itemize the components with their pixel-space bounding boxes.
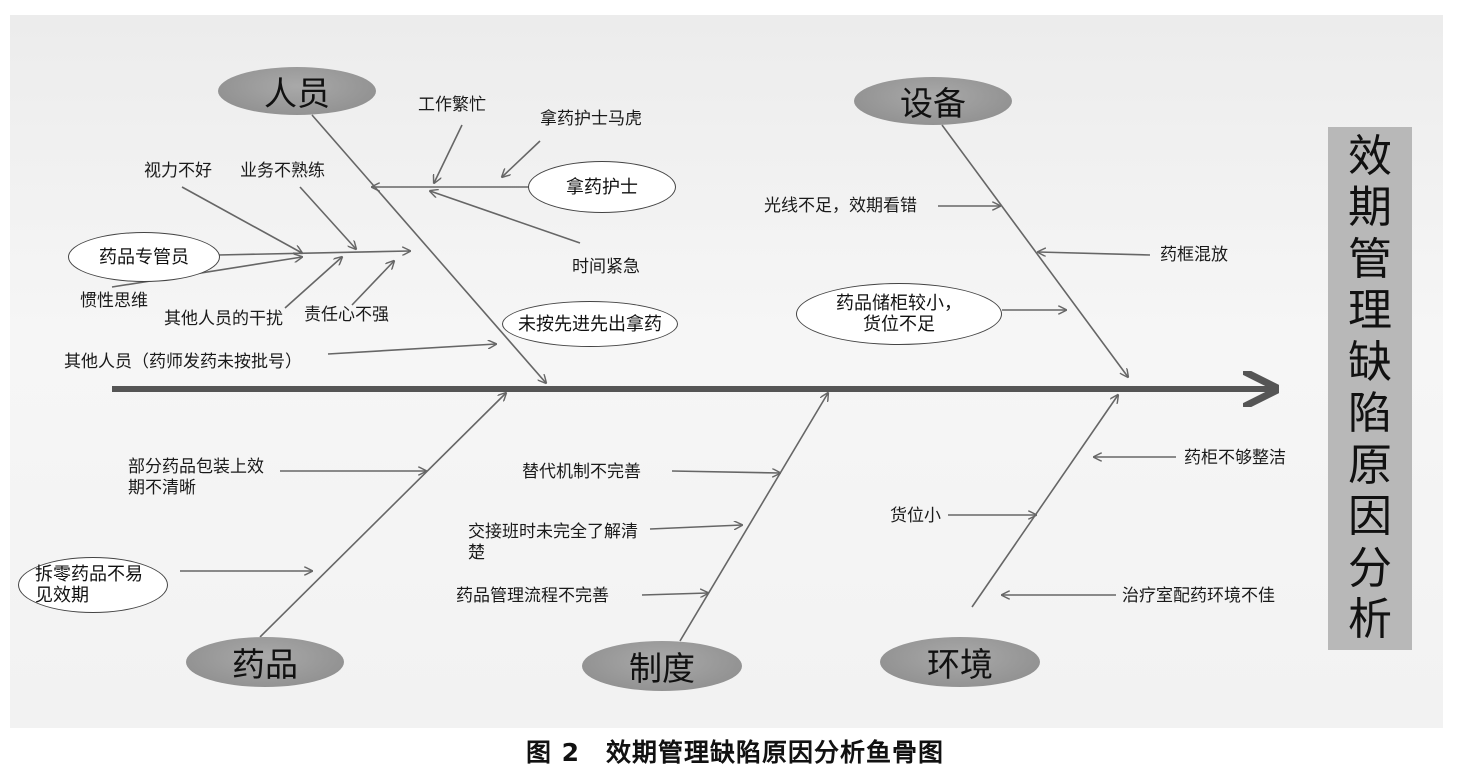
arrow-time-urgent <box>430 191 581 244</box>
arrow-work-busy <box>434 124 463 183</box>
label-substitute: 替代机制不完善 <box>522 462 641 482</box>
fish-head-char: 析 <box>1348 594 1392 646</box>
sub-keeper: 药品专管员 <box>68 232 220 282</box>
fish-head-char: 理 <box>1348 285 1392 337</box>
arrow-nurse-careless <box>502 140 541 177</box>
label-packaging: 部分药品包装上效期不清晰 <box>128 457 264 498</box>
fish-head-char: 期 <box>1348 182 1392 234</box>
label-small-slot: 货位小 <box>890 506 941 526</box>
sub-split: 拆零药品不易见效期 <box>18 557 168 613</box>
label-poor-vision: 视力不好 <box>144 161 212 181</box>
label-treatment-room: 治疗室配药环境不佳 <box>1122 586 1275 606</box>
label-low-responsibility: 责任心不强 <box>304 305 389 325</box>
label-others-interfere: 其他人员的干扰 <box>164 309 283 329</box>
fish-head-char: 原 <box>1348 439 1392 491</box>
bone-people <box>311 114 546 383</box>
arrow-mixed-boxes <box>1038 252 1151 255</box>
arrow-handover <box>649 525 742 529</box>
label-others-pharmacist: 其他人员（药师发药未按批号） <box>64 352 302 372</box>
sub-fifo: 未按先进先出拿药 <box>502 301 678 347</box>
arrow-inertia <box>111 257 302 288</box>
bone-equipment <box>941 124 1128 377</box>
label-inertia: 惯性思维 <box>80 291 148 311</box>
arrow-others-interfere <box>284 257 342 309</box>
category-equipment: 设备 <box>854 77 1012 125</box>
arrow-process <box>641 593 708 595</box>
fish-head-char: 管 <box>1348 233 1392 285</box>
label-light: 光线不足，效期看错 <box>764 196 917 216</box>
fish-head-char: 分 <box>1348 542 1392 594</box>
sub-cabinet: 药品储柜较小，货位不足 <box>796 283 1002 345</box>
fish-head-char: 因 <box>1348 491 1392 543</box>
arrow-unfamiliar <box>299 186 356 249</box>
label-mixed-boxes: 药框混放 <box>1160 245 1228 265</box>
bone-drugs <box>259 393 506 638</box>
figure-caption: 图 2 效期管理缺陷原因分析鱼骨图 <box>525 738 945 767</box>
arrow-substitute <box>671 471 780 473</box>
fish-head-char: 缺 <box>1348 336 1392 388</box>
fish-head-char: 陷 <box>1348 388 1392 440</box>
arrow-low-responsibility <box>351 261 394 306</box>
bone-environment <box>971 395 1118 608</box>
diagram-canvas: 人员 设备 药品 制度 环境 拿药护士 药品专管员 未按先进先出拿药 药品储柜较… <box>10 15 1443 728</box>
label-cabinet-clean: 药柜不够整洁 <box>1184 448 1286 468</box>
label-time-urgent: 时间紧急 <box>572 257 640 277</box>
fish-head-char: 效 <box>1348 130 1392 182</box>
sub-nurse: 拿药护士 <box>528 161 676 213</box>
category-people: 人员 <box>218 67 376 115</box>
label-work-busy: 工作繁忙 <box>418 95 486 115</box>
category-environment: 环境 <box>880 637 1040 687</box>
arrow-poor-vision <box>181 186 302 253</box>
fish-head-title: 效期管理缺陷原因分析 <box>1328 127 1412 650</box>
label-process: 药品管理流程不完善 <box>456 586 609 606</box>
bone-system <box>679 393 828 642</box>
label-nurse-careless: 拿药护士马虎 <box>540 109 642 129</box>
category-system: 制度 <box>582 641 742 691</box>
arrow-others-pharmacist <box>327 344 496 355</box>
label-handover: 交接班时未完全了解清楚 <box>468 522 638 563</box>
bone-keeper <box>217 251 410 256</box>
category-drugs: 药品 <box>186 637 344 687</box>
fishbone-lines <box>111 114 1443 642</box>
label-unfamiliar: 业务不熟练 <box>240 161 325 181</box>
